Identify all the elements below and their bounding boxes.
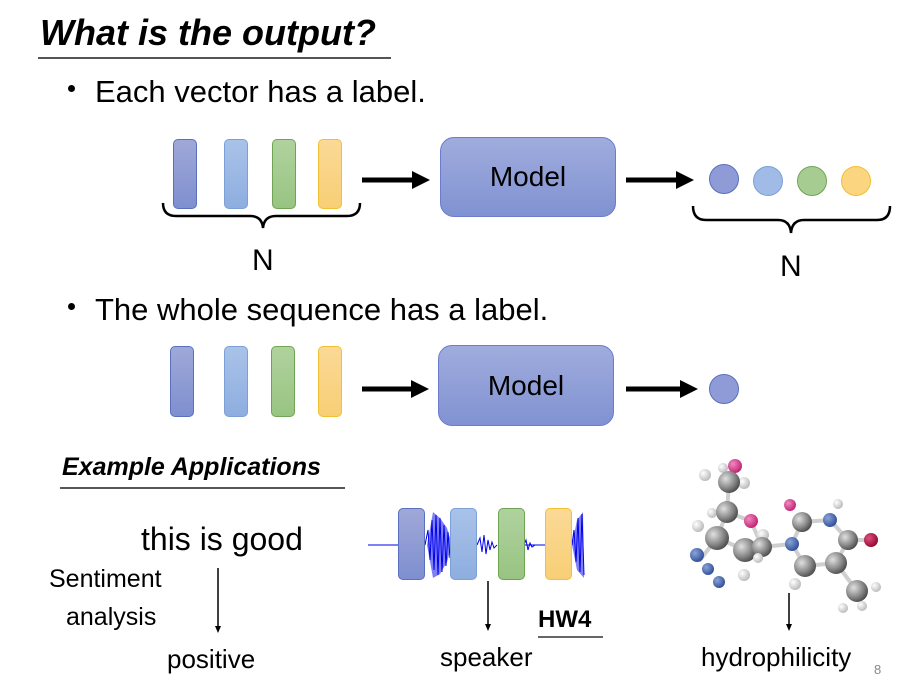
sentiment-task-line2: analysis <box>66 603 157 631</box>
sequence-output-label <box>709 374 739 404</box>
sentiment-output: positive <box>167 644 256 674</box>
output-count-label: N <box>780 250 802 283</box>
arrow-right-icon <box>626 380 698 398</box>
molecule-output: hydrophilicity <box>701 642 852 672</box>
model-label: Model <box>487 369 565 401</box>
speaker-vector-1 <box>398 508 425 580</box>
speaker-vector-4 <box>545 508 572 580</box>
arrow-right-icon <box>626 171 694 189</box>
input-brace-icon <box>161 202 362 229</box>
bullet-dot-icon <box>68 85 75 93</box>
bullet-text: The whole sequence has a label. <box>95 292 549 327</box>
sentiment-input-text: this is good <box>141 521 303 557</box>
arrow-down-icon <box>485 581 491 631</box>
input-vector-1 <box>173 139 197 209</box>
bullet-dot-icon <box>68 303 75 311</box>
sentiment-task-line1: Sentiment <box>49 565 162 593</box>
bullet-text: Each vector has a label. <box>95 74 426 109</box>
speaker-output: speaker <box>440 642 533 672</box>
arrow-down-icon <box>786 593 792 631</box>
arrow-right-icon <box>362 171 430 189</box>
examples-heading: Example Applications <box>62 453 321 481</box>
model-box-1: Model <box>440 137 616 217</box>
output-label-4 <box>841 166 871 196</box>
homework-tag: HW4 <box>538 606 592 633</box>
output-label-3 <box>797 166 827 196</box>
model-box-2: Model <box>438 345 614 426</box>
bullet-each-vector: Each vector has a label. <box>68 74 426 110</box>
input-vector-3 <box>271 346 295 417</box>
input-vector-4 <box>318 139 342 209</box>
output-label-1 <box>709 164 739 194</box>
input-vector-4 <box>318 346 342 417</box>
title-underline <box>38 57 391 59</box>
speaker-vector-3 <box>498 508 525 580</box>
output-brace-icon <box>691 205 892 234</box>
input-vector-3 <box>272 139 296 209</box>
page-number: 8 <box>874 662 882 677</box>
input-vector-2 <box>224 139 248 209</box>
bullet-whole-sequence: The whole sequence has a label. <box>68 292 548 328</box>
slide-title: What is the output? <box>40 12 376 53</box>
arrow-right-icon <box>362 380 429 398</box>
output-label-2 <box>753 166 783 196</box>
examples-heading-underline <box>60 487 345 489</box>
speaker-vector-2 <box>450 508 477 580</box>
input-vector-1 <box>170 346 194 417</box>
input-count-label: N <box>252 244 274 277</box>
input-vector-2 <box>224 346 248 417</box>
model-label: Model <box>489 161 567 192</box>
arrow-down-icon <box>215 568 221 633</box>
